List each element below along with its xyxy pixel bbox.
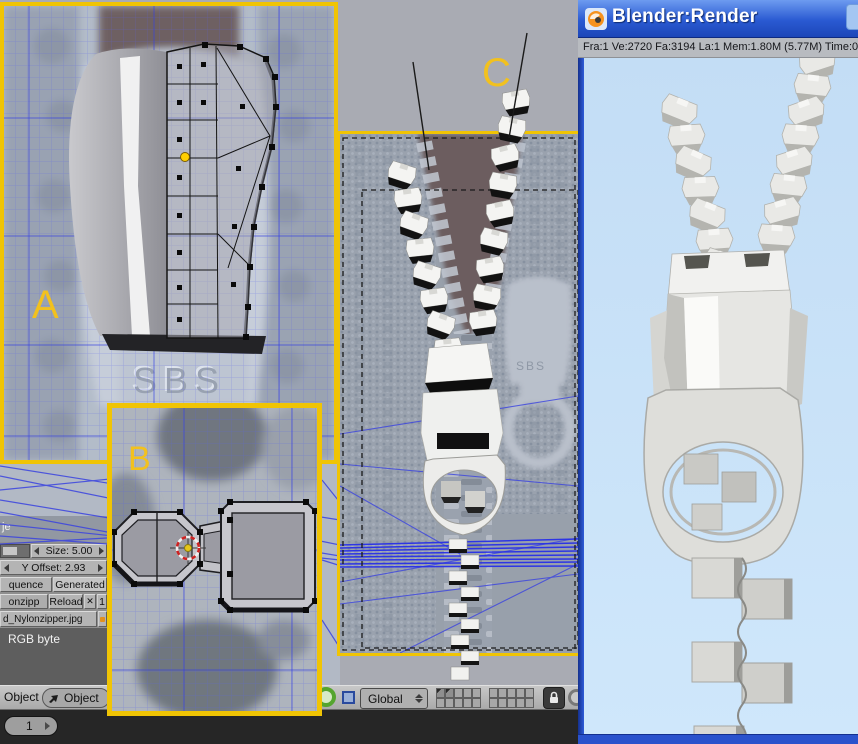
render-bottom-chain bbox=[691, 557, 793, 744]
object-mode-icon bbox=[49, 695, 58, 703]
decrement-arrow-icon[interactable] bbox=[34, 547, 39, 555]
layer-cell[interactable] bbox=[525, 688, 534, 698]
render-window-title: Blender:Render bbox=[612, 6, 758, 27]
window-control-button[interactable] bbox=[846, 4, 858, 30]
image-browse-icon bbox=[100, 616, 105, 622]
size-value: Size: 5.00 bbox=[45, 545, 93, 557]
lock-button[interactable] bbox=[543, 687, 565, 709]
layer-cell[interactable] bbox=[472, 698, 481, 708]
layer-cell[interactable] bbox=[489, 688, 498, 698]
layer-cell[interactable] bbox=[436, 688, 445, 698]
panel-a[interactable]: SBS SBS bbox=[0, 2, 338, 464]
layer-cell[interactable] bbox=[454, 698, 463, 708]
sequence-button[interactable]: quence bbox=[0, 577, 52, 592]
layer-cell[interactable] bbox=[516, 698, 525, 708]
label-a: A bbox=[32, 283, 59, 327]
edit-mesh bbox=[69, 42, 279, 354]
image-browse-button[interactable] bbox=[98, 611, 107, 627]
texture-space-dashes bbox=[342, 137, 578, 651]
slider-knob[interactable] bbox=[3, 547, 17, 555]
frame-number-field[interactable]: 1 bbox=[4, 716, 58, 736]
reference-sbs-small: SBS bbox=[516, 359, 546, 373]
unlink-button[interactable]: ✕ bbox=[84, 594, 96, 609]
layer-cell[interactable] bbox=[507, 688, 516, 698]
selected-vertex[interactable] bbox=[180, 152, 190, 162]
render-window-bottom-border bbox=[578, 734, 858, 744]
layer-grid-1[interactable] bbox=[436, 688, 483, 709]
layer-grid-2[interactable] bbox=[489, 688, 536, 709]
layer-cell[interactable] bbox=[516, 688, 525, 698]
render-result-area bbox=[584, 44, 858, 744]
frame-advance-icon[interactable] bbox=[45, 722, 50, 730]
decrement-arrow-icon[interactable] bbox=[4, 563, 9, 572]
layer-cell[interactable] bbox=[498, 688, 507, 698]
render-window-titlebar[interactable]: Blender:Render bbox=[578, 0, 858, 38]
layer-cell[interactable] bbox=[507, 698, 516, 708]
texture-buttons-panel: je Size: 5.00 Y Offset: 2.93 quence Gene… bbox=[0, 516, 107, 690]
image-info-area: RGB byte bbox=[0, 628, 107, 690]
render-slider bbox=[643, 249, 808, 566]
increment-arrow-icon[interactable] bbox=[97, 563, 103, 572]
y-offset-field[interactable]: Y Offset: 2.93 bbox=[0, 560, 107, 575]
frame-number-value: 1 bbox=[26, 719, 33, 733]
render-teeth-through-hole bbox=[683, 453, 757, 531]
render-stats-bar: Fra:1 Ve:2720 Fa:3194 La:1 Mem:1.80M (5.… bbox=[578, 38, 858, 58]
render-window: Blender:Render Fra:1 Ve:2720 Fa:3194 La:… bbox=[578, 0, 858, 744]
viewport-c[interactable]: SBS bbox=[337, 131, 578, 656]
orientation-label: Global bbox=[368, 691, 403, 706]
lock-icon bbox=[550, 691, 558, 703]
orientation-dropdown[interactable]: Global bbox=[360, 688, 428, 709]
layer-cell[interactable] bbox=[454, 688, 463, 698]
mode-dropdown[interactable]: Object bbox=[42, 688, 110, 708]
layer-cell[interactable] bbox=[445, 698, 454, 708]
image-name-value: onzipp bbox=[8, 595, 40, 608]
generated-button[interactable]: Generated bbox=[53, 577, 107, 592]
reload-label: Reload bbox=[49, 595, 83, 608]
viewport-c-photo: SBS bbox=[340, 134, 578, 653]
mode-label: Object bbox=[64, 691, 99, 705]
close-icon: ✕ bbox=[86, 596, 94, 606]
filename-value: d_Nylonzipper.jpg bbox=[3, 613, 83, 625]
layer-cell[interactable] bbox=[445, 688, 454, 698]
manipulator-toggle[interactable] bbox=[342, 691, 355, 704]
layer-cell[interactable] bbox=[463, 688, 472, 698]
sequence-label: quence bbox=[8, 578, 44, 591]
increment-arrow-icon[interactable] bbox=[98, 547, 104, 555]
chevron-up-down-icon bbox=[415, 694, 423, 703]
face-dots bbox=[177, 42, 279, 340]
users-count-button[interactable]: 1 bbox=[97, 594, 107, 609]
layer-cell[interactable] bbox=[436, 698, 445, 708]
render-window-left-border bbox=[578, 0, 584, 744]
layer-cell[interactable] bbox=[525, 698, 534, 708]
layer-cell[interactable] bbox=[498, 698, 507, 708]
size-slider[interactable] bbox=[0, 544, 30, 558]
selected-vertex[interactable] bbox=[184, 544, 192, 552]
users-count-value: 1 bbox=[99, 595, 105, 608]
panel-b[interactable]: B bbox=[96, 391, 332, 720]
render-stats-text: Fra:1 Ve:2720 Fa:3194 La:1 Mem:1.80M (5.… bbox=[583, 41, 858, 53]
size-field[interactable]: Size: 5.00 bbox=[31, 544, 107, 558]
generated-label: Generated bbox=[55, 578, 105, 591]
object-menu[interactable]: Object bbox=[4, 690, 39, 704]
layer-cell[interactable] bbox=[472, 688, 481, 698]
blender-logo-icon bbox=[585, 8, 607, 30]
layer-cell[interactable] bbox=[489, 698, 498, 708]
rendered-zipper bbox=[643, 44, 841, 744]
label-b: B bbox=[128, 440, 151, 478]
filename-field[interactable]: d_Nylonzipper.jpg bbox=[0, 611, 97, 627]
format-info: RGB byte bbox=[8, 632, 61, 646]
layer-cell[interactable] bbox=[463, 698, 472, 708]
panel-tab-strip bbox=[0, 516, 107, 542]
panel-header-fragment: je bbox=[2, 521, 11, 533]
reload-button[interactable]: Reload bbox=[49, 594, 83, 609]
label-c: C bbox=[482, 51, 511, 95]
image-name-field[interactable]: onzipp bbox=[0, 594, 48, 609]
y-offset-value: Y Offset: 2.93 bbox=[21, 561, 86, 574]
render-right-teeth-strip bbox=[756, 44, 841, 255]
